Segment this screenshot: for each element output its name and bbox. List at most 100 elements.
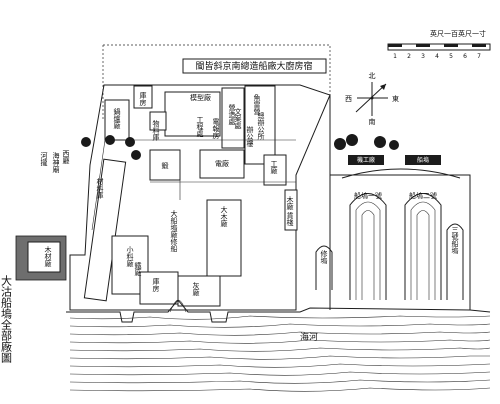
ripple-3 xyxy=(69,331,491,336)
ripple-1 xyxy=(69,315,491,320)
compass-center xyxy=(370,96,374,100)
annex-inner xyxy=(27,241,61,273)
label-engineering: 工程處 xyxy=(196,116,204,138)
dock-1-inner xyxy=(355,201,381,300)
compass-north: 北 xyxy=(369,72,376,80)
compass-east: 東 xyxy=(392,94,399,103)
bld-elec xyxy=(199,149,245,179)
label-supply: 物料庫 xyxy=(152,119,160,142)
label-river-side: 河攏 xyxy=(40,152,48,166)
tree-4 xyxy=(131,150,141,160)
scale-tick-1: 1 xyxy=(393,53,397,60)
label-annex: 木材廠 xyxy=(44,245,52,268)
dock-2-inner xyxy=(410,201,436,300)
dark-bar-1 xyxy=(348,155,384,165)
dock-3 xyxy=(446,223,464,300)
dock-1-core xyxy=(361,210,375,300)
bld-6 xyxy=(263,154,287,186)
dock-2-outer xyxy=(404,193,442,300)
label-warehouse: 貨棧 xyxy=(286,211,294,226)
label-works: 工廠 xyxy=(270,160,278,175)
internal-lines xyxy=(91,139,296,231)
bld-9 xyxy=(284,189,298,231)
label-build: 營造處 xyxy=(228,103,236,126)
scale-seg-3 xyxy=(416,44,430,47)
scale-tick-7: 7 xyxy=(477,53,481,60)
label-material: 材料庫 xyxy=(96,177,104,200)
bld-8 xyxy=(177,275,221,307)
bld-forge xyxy=(149,149,181,181)
compass-west: 西 xyxy=(345,95,352,103)
tree-3 xyxy=(125,137,135,147)
scale-seg-1 xyxy=(388,44,402,47)
bld-wood xyxy=(206,199,242,277)
label-office-building: 辦公樓 xyxy=(246,125,254,148)
site-boundary-dashed xyxy=(102,44,331,120)
main-compound-outline xyxy=(69,84,331,311)
label-repair: 大船塢廠修船 xyxy=(170,209,178,253)
ripple-8 xyxy=(69,371,491,376)
ripple-10 xyxy=(69,387,491,392)
label-iron: 鐵廠 xyxy=(134,261,142,277)
label-store-2: 庫房 xyxy=(152,277,160,293)
bld-5 xyxy=(244,85,276,165)
label-elec: 電廠 xyxy=(215,159,229,168)
dock-2-core xyxy=(416,210,430,300)
label-wood: 木廠 xyxy=(286,195,294,211)
scale-tick-2: 2 xyxy=(407,53,411,60)
scale-bar-label: 英尺一百英尺一寸 xyxy=(430,29,486,38)
ripple-4 xyxy=(69,339,491,344)
river-bank-line xyxy=(66,299,491,323)
tree-8 xyxy=(389,140,399,150)
label-dock-3: 三號船塢 xyxy=(451,226,459,255)
bld-boiler xyxy=(104,99,130,141)
slipway-mark xyxy=(169,299,187,313)
label-temple: 海神廟 xyxy=(52,151,60,174)
map-title: 大沽船塢全部廠圖 xyxy=(0,274,13,364)
label-telegraph: 電報房 xyxy=(212,118,220,140)
ripple-5 xyxy=(69,347,491,352)
label-dock: 船塢 xyxy=(417,156,429,164)
label-office: 總辦公所 xyxy=(257,111,265,141)
dock-top-arc xyxy=(341,168,461,179)
label-dock-1: 船塢一號 xyxy=(354,191,382,200)
scale-tick-5: 5 xyxy=(449,53,453,60)
label-docs: 文案處 xyxy=(234,107,242,130)
bld-3 xyxy=(149,111,167,131)
label-pattern: 模型廠 xyxy=(190,93,211,102)
label-bigwood: 大木廠 xyxy=(220,205,228,228)
label-boiler: 鍋爐廠 xyxy=(113,107,121,130)
scale-tick-6: 6 xyxy=(463,53,467,60)
label-lime: 灰廠 xyxy=(192,281,200,297)
scale-seg-5 xyxy=(444,44,458,47)
compass-south: 南 xyxy=(369,117,376,126)
ripple-2 xyxy=(69,323,491,328)
label-small: 小料廠 xyxy=(126,245,134,268)
tree-1 xyxy=(81,137,91,147)
ripple-7 xyxy=(69,363,491,368)
label-dock-2: 船塢二號 xyxy=(409,191,437,200)
ripple-6 xyxy=(69,355,490,360)
label-forge: 鍛 xyxy=(162,161,169,170)
bld-7 xyxy=(139,271,179,305)
label-side-dock: 修塢 xyxy=(320,249,328,265)
label-store: 庫房 xyxy=(139,91,147,107)
tree-5 xyxy=(334,138,346,150)
dock-area-outline xyxy=(329,95,471,310)
compass-arrowhead xyxy=(380,84,386,90)
scale-seg-7 xyxy=(472,44,486,47)
dock-1-outer xyxy=(349,193,387,300)
scale-bar: 英尺一百英尺一寸 1 2 3 4 5 6 7 xyxy=(387,29,491,60)
ripple-9 xyxy=(69,379,491,384)
bld-1 xyxy=(133,85,153,109)
river-label: 海河 xyxy=(300,331,318,343)
compass-rose: 北 南 西 東 xyxy=(345,72,399,126)
top-strip-building xyxy=(182,58,327,74)
tree-6 xyxy=(346,134,358,146)
bld-4 xyxy=(221,87,245,149)
scale-tick-3: 3 xyxy=(421,53,425,60)
side-dock xyxy=(315,245,333,290)
label-west-hall: 西廳 xyxy=(62,150,70,165)
label-machine: 機工廠 xyxy=(357,156,375,164)
